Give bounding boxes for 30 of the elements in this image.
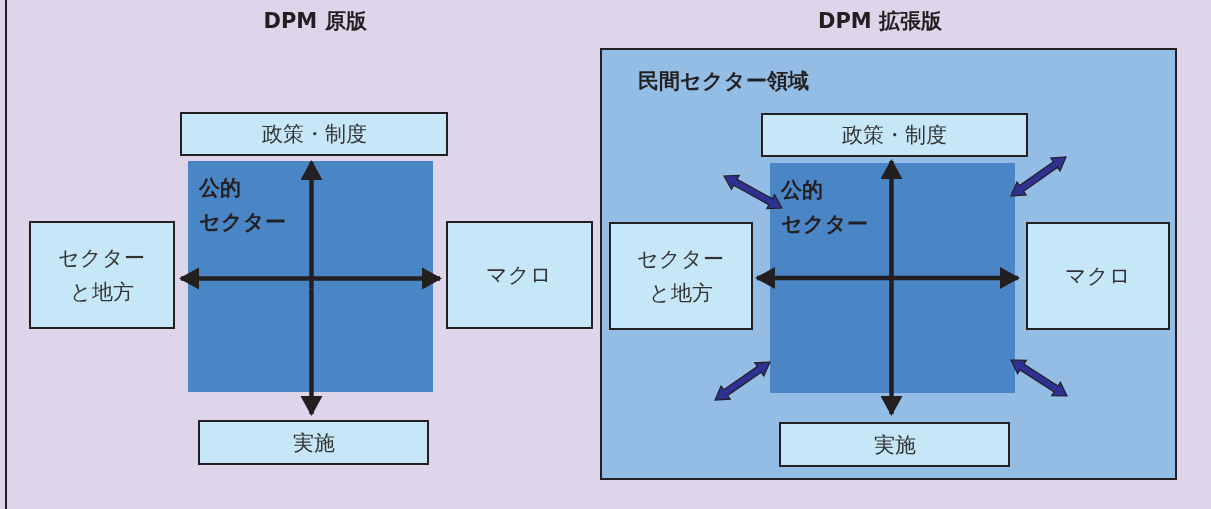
- region-heading: 民間セクター領域: [638, 68, 809, 95]
- process-box: 政策・制度: [180, 112, 448, 156]
- section-title: DPM 拡張版: [818, 8, 942, 36]
- arrow: [890, 267, 1020, 289]
- public-sector-square: [188, 161, 433, 392]
- process-box: セクターと地方: [609, 222, 753, 330]
- block-arrow: [714, 361, 771, 401]
- square-label: 公的: [199, 175, 242, 201]
- square-label: 公的: [781, 177, 824, 203]
- arrow: [755, 267, 891, 289]
- arrow: [880, 288, 903, 416]
- arrow: [300, 288, 323, 416]
- process-box: セクターと地方: [29, 221, 175, 329]
- arrow: [880, 159, 903, 288]
- arrow: [310, 267, 442, 290]
- public-sector-square: [770, 163, 1015, 393]
- block-arrow: [1010, 156, 1067, 197]
- arrow: [300, 160, 323, 289]
- process-box: 実施: [198, 420, 429, 465]
- section-title: DPM 原版: [263, 8, 367, 36]
- process-box: マクロ: [1026, 222, 1170, 330]
- square-label: セクター: [781, 211, 868, 237]
- block-arrow: [723, 174, 783, 210]
- arrow: [179, 267, 311, 290]
- process-box: マクロ: [446, 221, 593, 329]
- process-box: 政策・制度: [761, 113, 1028, 157]
- square-label: セクター: [199, 209, 286, 235]
- process-box: 実施: [779, 422, 1010, 467]
- block-arrow: [1010, 359, 1068, 397]
- private-sector-region: [600, 48, 1177, 480]
